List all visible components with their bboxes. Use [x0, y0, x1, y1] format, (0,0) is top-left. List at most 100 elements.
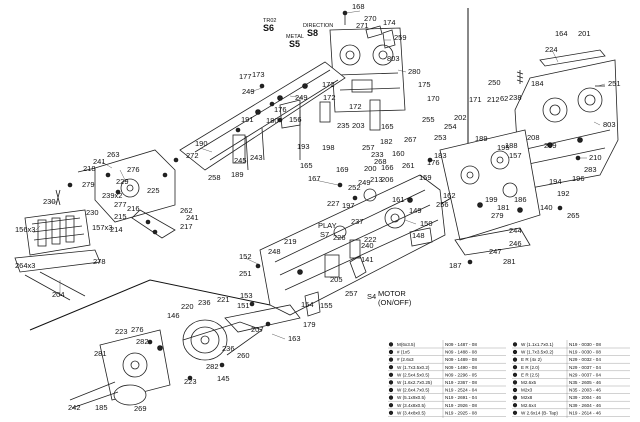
part-label-276b: 276 [131, 325, 144, 334]
part-label-214: 214 [110, 225, 123, 234]
part-label-165b: 165 [300, 161, 313, 170]
hardware-description: W (1.7x3.5x0.2) [521, 350, 554, 355]
hardware-symbol-icon [388, 372, 394, 377]
part-label-242: 242 [68, 403, 81, 412]
hardware-description: M(6x3.5) [397, 342, 416, 347]
hardware-description: E R (2.5) [521, 372, 540, 377]
part-label-261: 261 [402, 161, 415, 170]
part-label-161: 161 [392, 195, 405, 204]
part-label-191: 191 [241, 115, 254, 124]
part-label-256: 256 [436, 200, 449, 209]
part-label-162: 162 [443, 191, 456, 200]
part-label-251a: 251 [608, 79, 621, 88]
part-label-240: 240 [361, 241, 374, 250]
part-label-204: 204 [52, 290, 65, 299]
part-label-194: 194 [549, 177, 562, 186]
part-label-198: 198 [322, 143, 335, 152]
part-label-200: 200 [364, 164, 377, 173]
hardware-symbol-icon [388, 387, 394, 393]
hardware-part-code: N19 - 2524 - 04 [445, 388, 477, 393]
part-label-199: 199 [485, 195, 498, 204]
hardware-symbol-icon [512, 342, 518, 347]
hardware-part-code: N09 - 1487 - 08 [445, 342, 477, 347]
part-label-212: 212 [487, 95, 500, 104]
part-label-164: 164 [555, 29, 568, 38]
part-label-267: 267 [404, 135, 417, 144]
part-label-176: 176 [274, 105, 287, 114]
part-label-241b: 241 [186, 213, 199, 222]
part-label-246: 246 [509, 239, 522, 248]
hardware-description: M2.6x5 [521, 380, 537, 385]
hardware-description: W (5.1x9x0.5) [397, 395, 426, 400]
part-label-151: 151 [237, 301, 250, 310]
part-label-257b: 257 [345, 289, 358, 298]
part-label-217: 217 [180, 222, 193, 231]
hardware-part-code: N39 - 2004 - 46 [569, 395, 601, 400]
part-label-157: 157 [509, 151, 522, 160]
part-label-193: 193 [297, 142, 310, 151]
part-label-282a: 282 [136, 337, 149, 346]
part-label-213: 213 [370, 175, 383, 184]
part-label-280: 280 [408, 67, 421, 76]
part-label-276: 276 [127, 165, 140, 174]
part-label-141: 141 [361, 255, 374, 264]
part-label-186: 186 [514, 195, 527, 204]
hardware-part-code: N19 - 2925 - 08 [445, 410, 477, 415]
part-label-210: 210 [589, 153, 602, 162]
hardware-description: W (3.4x8x0.5) [397, 410, 426, 415]
part-label-244: 244 [509, 226, 522, 235]
hardware-part-code: N19 - 2367 - 08 [445, 380, 477, 385]
part-label-208: 208 [527, 133, 540, 142]
part-label-197: 197 [342, 201, 355, 210]
hardware-symbol-icon [512, 380, 518, 385]
hardware-symbol-icon [512, 357, 518, 362]
part-label-249c: 249 [358, 178, 371, 187]
hardware-description: W (2.6x4.7x0.5) [397, 388, 430, 393]
part-label-255: 255 [422, 115, 435, 124]
hardware-description: W (2.5x4.5x0.5) [397, 372, 430, 377]
part-label-195: 195 [497, 143, 510, 152]
part-label-177: 177 [239, 72, 252, 81]
part-label-172b: 172 [323, 93, 336, 102]
switch-label: S8 [307, 28, 318, 38]
part-label-172a: 172 [322, 80, 335, 89]
part-label-271: 271 [356, 21, 369, 30]
switch-label: TR02 [263, 18, 276, 24]
part-label-237: 237 [351, 217, 364, 226]
part-label-243: 243 [250, 153, 263, 162]
part-label-249b: 249 [295, 93, 308, 102]
motor-assembly [69, 329, 171, 409]
hardware-symbol-icon [512, 372, 518, 377]
part-label-262: 262 [180, 206, 193, 215]
part-label-281b: 281 [503, 257, 516, 266]
hardware-symbol-icon [512, 387, 518, 393]
part-label-s4: S4 [367, 292, 376, 301]
part-label-173: 173 [252, 70, 265, 79]
hardware-part-code: N29 - 0037 - 04 [569, 372, 601, 377]
part-label-268: 268 [374, 157, 387, 166]
part-label-264x3: 264x3 [15, 261, 35, 270]
upper-long-frame [179, 61, 381, 171]
part-label-279: 279 [82, 180, 95, 189]
hardware-part-code: N09 - 2296 - 05 [445, 372, 477, 377]
hardware-part-code: N09 - 1490 - 08 [445, 365, 477, 370]
hardware-description: E R (2.0) [521, 365, 540, 370]
hardware-part-code: N35 - 2605 - 46 [569, 380, 601, 385]
part-label-182: 182 [380, 137, 393, 146]
part-label-202: 202 [454, 113, 467, 122]
part-label-226: 226 [333, 233, 346, 242]
part-label-187: 187 [449, 261, 462, 270]
hardware-part-code: N35 - 2003 - 46 [569, 388, 601, 393]
part-label-192: 192 [557, 189, 570, 198]
part-label-223b: 223 [184, 377, 197, 386]
flywheel-assembly [182, 304, 301, 361]
part-label-277: 277 [114, 200, 127, 209]
part-label-play: PLAY [318, 221, 337, 230]
part-label-188: 188 [505, 141, 518, 150]
tape-head-block [14, 189, 101, 301]
part-label-258: 258 [208, 173, 221, 182]
part-label-282b: 282 [206, 362, 219, 371]
part-label-238: 238 [509, 93, 522, 102]
